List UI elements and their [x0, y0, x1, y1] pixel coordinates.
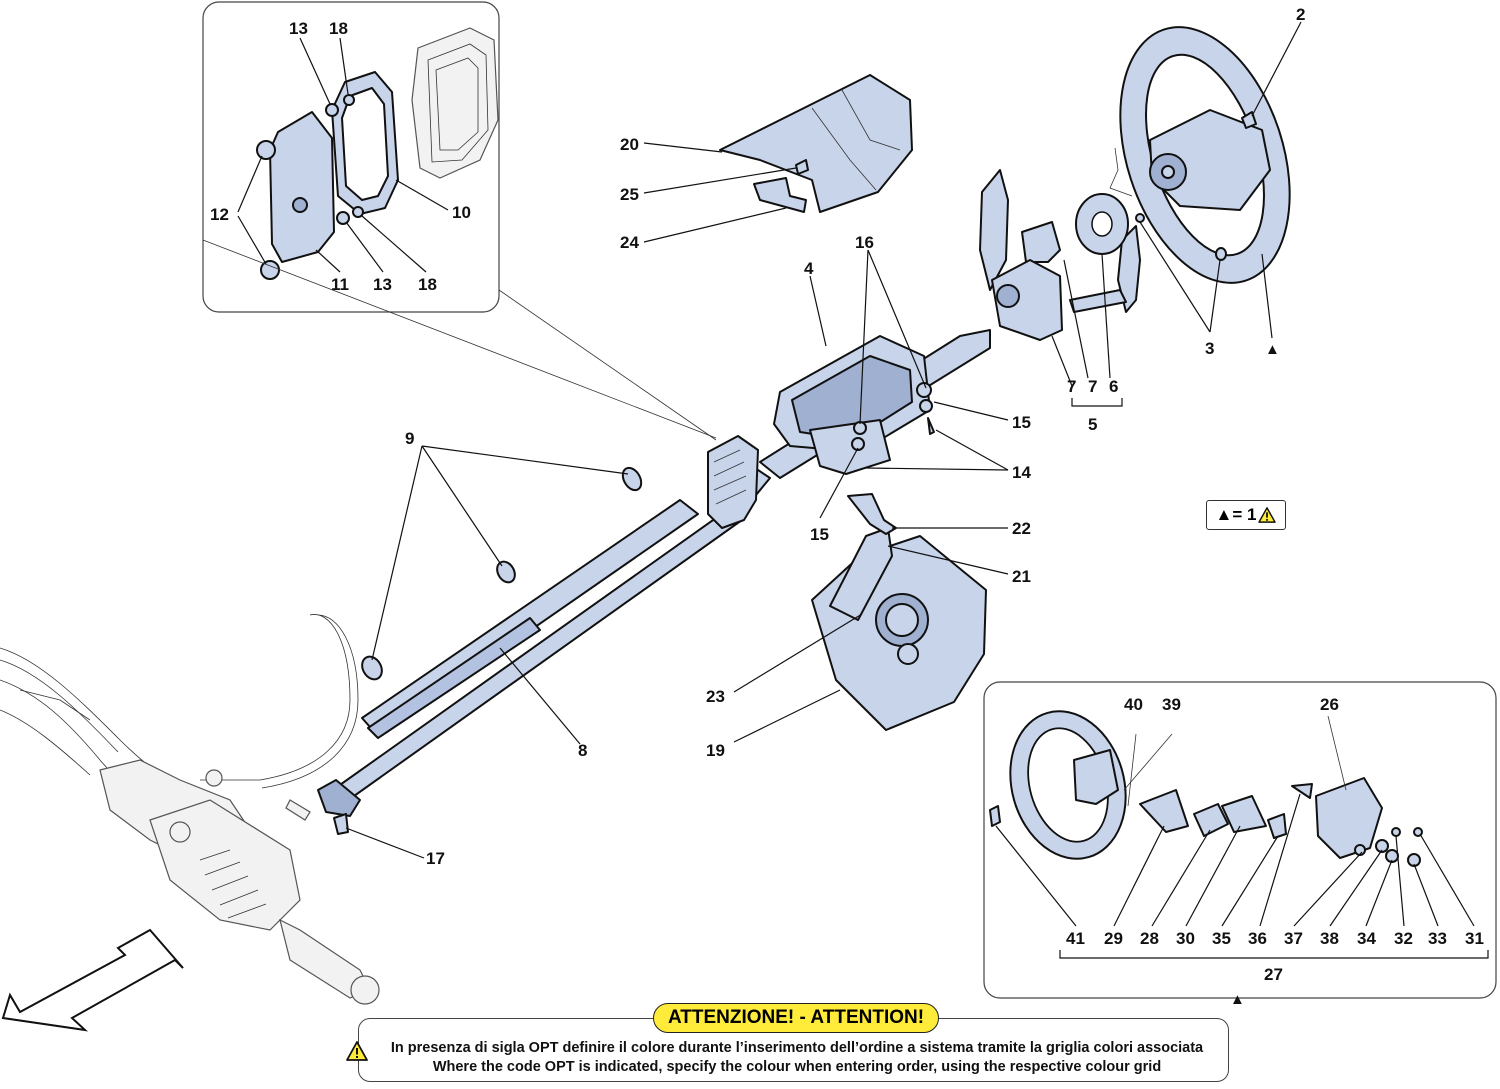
bracket-part-21 [829, 527, 893, 621]
callout-34: 34 [1357, 929, 1376, 948]
control-unit-part-7 [1021, 221, 1061, 263]
callout-16: 16 [855, 233, 874, 252]
callout-27: 27 [1264, 965, 1283, 984]
callout-20: 20 [620, 135, 639, 154]
callout-21: 21 [1012, 567, 1031, 586]
notice-title: ATTENZIONE! - ATTENTION! [653, 1003, 939, 1033]
steering-rack-reference [0, 614, 380, 1005]
clip-part-25 [795, 159, 809, 175]
direction-arrow [1, 928, 184, 1032]
bracket-part-24 [753, 177, 807, 213]
callout-33: 33 [1428, 929, 1447, 948]
callout-39: 39 [1162, 695, 1181, 714]
plate-part-11 [269, 111, 335, 263]
intermediate-shaft-part-8 [317, 469, 771, 817]
callout-26: 26 [1320, 695, 1339, 714]
shroud-upper-part-20 [719, 74, 913, 213]
callout-17: 17 [426, 849, 445, 868]
callout-7: 7 [1088, 377, 1097, 396]
callout-15a: 15 [1012, 413, 1031, 432]
callout-18b: 18 [418, 275, 437, 294]
callout-11: 11 [331, 275, 349, 294]
callout-31: 31 [1465, 929, 1484, 948]
callout-32: 32 [1394, 929, 1413, 948]
callout-36: 36 [1248, 929, 1267, 948]
leader-lines [345, 21, 1302, 859]
notice-english-text: Where the code OPT is indicated, specify… [432, 1059, 1162, 1075]
callout-37: 37 [1284, 929, 1303, 948]
legend-text: ▲= 1 [1215, 505, 1257, 524]
callout-28: 28 [1140, 929, 1159, 948]
callout-41: 41 [1066, 929, 1085, 948]
triangle-marker-inset: ▲ [1230, 991, 1245, 1008]
boot-reference [411, 27, 499, 179]
callout-labels: 2 3 4 5 6 7 7 8 9 10 11 12 13 13 14 15 1… [210, 5, 1484, 984]
callout-25: 25 [620, 185, 639, 204]
notice-italian-text: In presenza di sigla OPT definire il col… [390, 1040, 1204, 1056]
steering-wheel-part-1 [1119, 26, 1291, 284]
callout-7b: 7 [1067, 377, 1076, 396]
callout-19: 19 [706, 741, 725, 760]
callout-15b: 15 [810, 525, 829, 544]
callout-10: 10 [452, 203, 471, 222]
inset-boot-detail [202, 1, 717, 441]
callout-5: 5 [1088, 415, 1097, 434]
callout-13b: 13 [373, 275, 392, 294]
callout-14: 14 [1012, 463, 1031, 482]
callout-13a: 13 [289, 19, 308, 38]
inset-leader-lines [995, 793, 1489, 959]
legend-box: ▲= 1 [1206, 500, 1286, 530]
warning-triangle-icon [346, 1041, 368, 1061]
callout-24: 24 [620, 233, 639, 252]
steering-column-part-4 [759, 329, 991, 479]
callout-3: 3 [1205, 339, 1214, 358]
switch-body [991, 259, 1063, 341]
callout-22: 22 [1012, 519, 1031, 538]
callout-38: 38 [1320, 929, 1339, 948]
callout-4: 4 [804, 259, 814, 278]
callout-29: 29 [1104, 929, 1123, 948]
callout-2: 2 [1296, 5, 1305, 24]
callout-18a: 18 [329, 19, 348, 38]
paddle-shifters [979, 169, 1141, 313]
callout-9: 9 [405, 429, 414, 448]
callout-30: 30 [1176, 929, 1195, 948]
callout-6: 6 [1109, 377, 1118, 396]
callout-35: 35 [1212, 929, 1231, 948]
callout-23: 23 [706, 687, 725, 706]
triangle-marker-wheel: ▲ [1265, 341, 1280, 358]
callout-12: 12 [210, 205, 229, 224]
rings-part-9 [361, 466, 643, 681]
callout-40: 40 [1124, 695, 1143, 714]
warning-triangle-icon [1258, 507, 1277, 523]
bracket-part-22 [847, 493, 897, 535]
shroud-lower-part-19 [811, 535, 987, 731]
inset-wheel-components [983, 681, 1497, 999]
callout-8: 8 [578, 741, 587, 760]
